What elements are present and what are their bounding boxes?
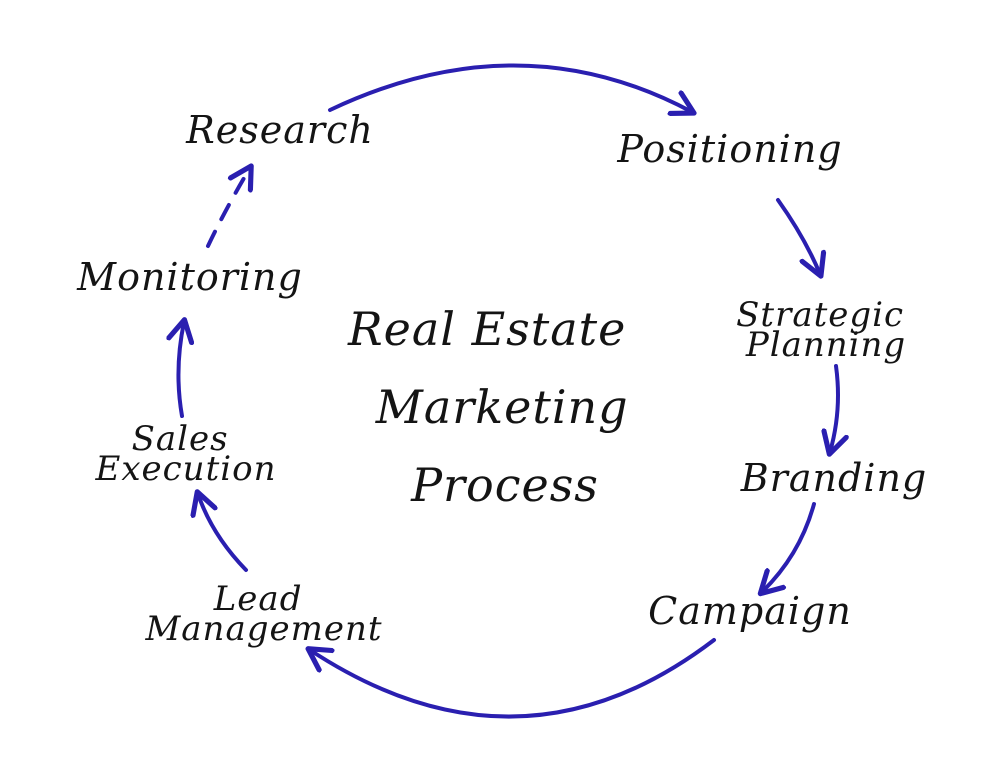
arrow-research-to-positioning	[328, 63, 692, 112]
stage-positioning: Positioning	[616, 127, 842, 171]
stage-branding: Branding	[740, 456, 928, 500]
diagram-title-line-3: Process	[410, 458, 599, 512]
arrow-branding-to-campaign	[762, 502, 816, 592]
stage-lead-management: Lead Management	[144, 579, 382, 649]
diagram-title: Real Estate Marketing Process	[347, 302, 644, 512]
stage-research: Research	[185, 108, 374, 152]
arrow-monitoring-to-research	[206, 168, 250, 248]
arrow-campaign-to-lead-management	[310, 638, 716, 719]
arrow-positioning-to-strategic-planning	[776, 198, 820, 274]
arrow-sales-execution-to-monitoring	[178, 322, 184, 418]
stage-sales-execution: Sales Execution	[95, 419, 277, 489]
stage-monitoring: Monitoring	[76, 255, 303, 299]
stage-campaign: Campaign	[648, 589, 852, 633]
diagram-title-line-2: Marketing	[375, 380, 629, 434]
stage-strategic-planning: Strategic Planning	[736, 295, 916, 365]
arrow-strategic-planning-to-branding	[830, 364, 838, 452]
diagram-title-line-1: Real Estate	[347, 302, 626, 356]
flow-arrows	[178, 63, 838, 719]
arrow-lead-management-to-sales-execution	[198, 494, 248, 572]
